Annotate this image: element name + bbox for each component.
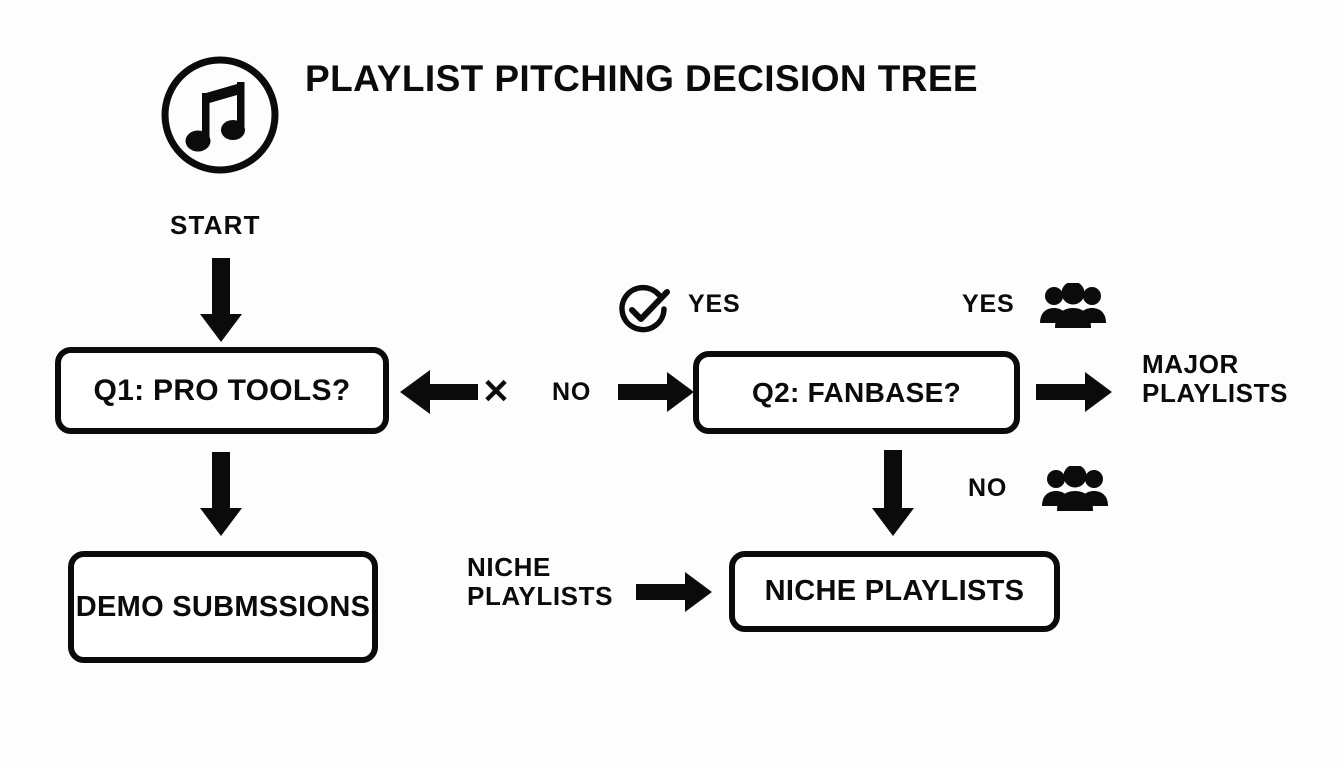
arrow-start-to-q1 xyxy=(200,258,242,342)
start-label: START xyxy=(170,210,261,240)
arrow-q1-to-demo xyxy=(200,452,242,538)
page-title: PLAYLIST PITCHING DECISION TREE xyxy=(305,58,978,99)
edge-label-yes-left: YES xyxy=(688,290,741,318)
arrow-no-to-q2 xyxy=(618,372,694,412)
node-q1-pro-tools[interactable]: Q1: PRO TOOLS? xyxy=(55,347,389,434)
x-mark-icon: ✕ xyxy=(481,373,511,411)
outcome-niche-playlists-label: NICHE PLAYLISTS xyxy=(467,552,614,612)
arrow-reject-to-q1 xyxy=(400,370,478,414)
arrow-q2-to-niche-playlists xyxy=(872,450,914,538)
outcome-major-playlists: MAJOR PLAYLISTS xyxy=(1142,349,1289,409)
arrow-niche-label-to-box xyxy=(636,572,712,612)
people-group-icon xyxy=(1040,464,1110,514)
node-q2-fanbase[interactable]: Q2: FANBASE? xyxy=(693,351,1020,434)
edge-label-no-bottom: NO xyxy=(968,474,1008,502)
edge-label-yes-right: YES xyxy=(962,290,1015,318)
edge-label-no-q1-to-q2: NO xyxy=(552,378,592,406)
music-note-circle-icon xyxy=(158,53,282,177)
arrow-q2-to-major-playlists xyxy=(1036,372,1112,412)
check-circle-icon xyxy=(615,282,671,338)
people-group-icon xyxy=(1038,281,1108,331)
node-niche-playlists[interactable]: NICHE PLAYLISTS xyxy=(729,551,1060,632)
node-demo-submissions[interactable]: DEMO SUBMSSIONS xyxy=(68,551,378,663)
